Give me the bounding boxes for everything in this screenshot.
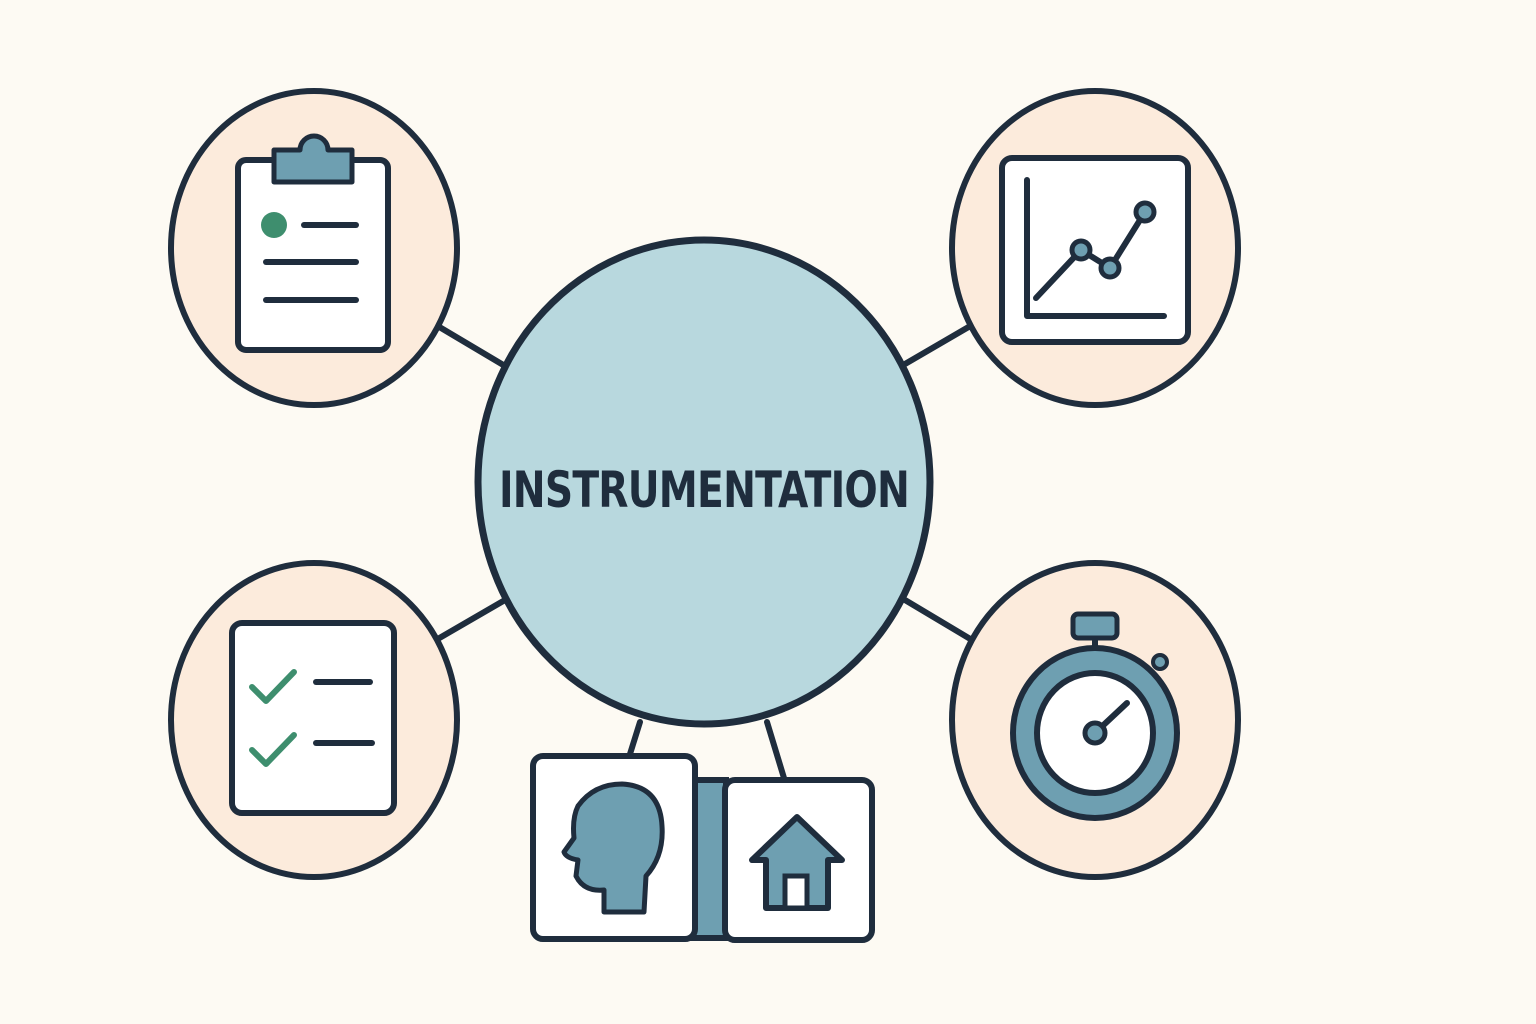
- central-label: INSTRUMENTATION: [499, 461, 909, 519]
- node-analytics: [949, 88, 1241, 408]
- house-icon: [749, 814, 845, 911]
- person-head-icon: [561, 781, 665, 915]
- central-circle: [474, 236, 934, 728]
- clipboard-icon: [235, 133, 391, 353]
- node-context: [530, 753, 875, 943]
- connector-timing: [902, 597, 975, 643]
- connector-context-left: [627, 719, 643, 757]
- checklist-icon: [229, 620, 397, 816]
- stopwatch-icon: [1010, 611, 1180, 821]
- node-timing: [949, 560, 1241, 880]
- connector-questionnaire: [433, 322, 508, 369]
- connector-checklist: [433, 597, 508, 643]
- house-card: [722, 777, 875, 943]
- connector-context-right: [764, 719, 787, 781]
- connectors: [433, 322, 975, 781]
- node-questionnaire: [168, 88, 460, 408]
- line-chart-icon: [999, 155, 1191, 345]
- connector-analytics: [902, 322, 975, 367]
- person-card: [530, 753, 698, 942]
- central-hub: INSTRUMENTATION: [474, 236, 934, 728]
- node-checklist: [168, 560, 460, 880]
